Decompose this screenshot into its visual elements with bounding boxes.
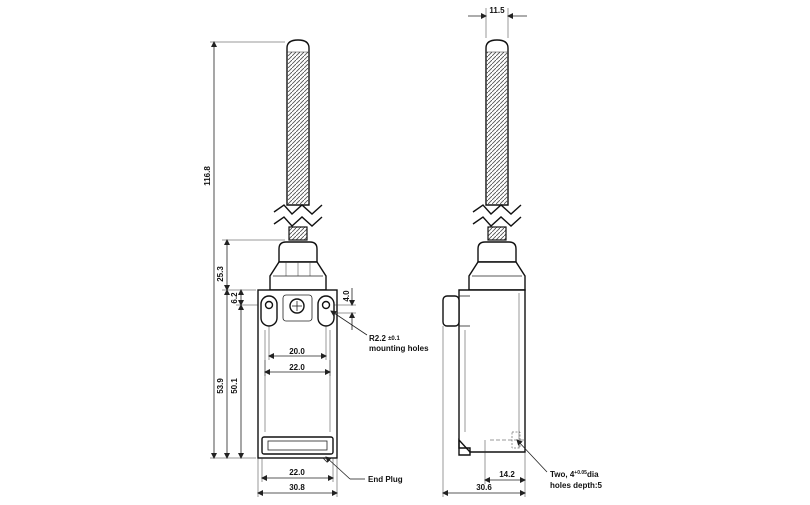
- switch-head: [269, 241, 327, 291]
- dim-body-height-label: 53.9: [216, 378, 225, 394]
- dim-rod-width-label: 11.5: [489, 6, 505, 15]
- dim-inner-width: 22.0: [264, 360, 331, 376]
- dim-total-height: 116.8: [203, 41, 285, 459]
- actuator-rod: [273, 39, 323, 241]
- end-plug-callout: End Plug: [325, 456, 403, 484]
- holes-depth-label: holes depth:5: [550, 481, 603, 490]
- end-plug: [261, 436, 334, 455]
- dim-plug-width-label: 22.0: [289, 468, 305, 477]
- dim-head-height-label: 25.3: [216, 266, 225, 282]
- dim-hole-offset: 4.0: [334, 288, 356, 330]
- holes-callout: Two, 4+0.05dia holes depth:5: [516, 439, 603, 490]
- side-switch-head: [468, 241, 526, 291]
- dim-body-depth: 30.6: [442, 326, 526, 497]
- dim-hole-offset-label: 4.0: [342, 290, 351, 302]
- dim-top-offset: 6.2: [230, 289, 258, 306]
- radius-label: R2.2 ±0.1: [369, 334, 400, 343]
- dim-hole-spacing-label: 20.0: [289, 347, 305, 356]
- dim-body-height: 53.9: [216, 289, 230, 459]
- switch-body: [257, 289, 338, 463]
- dim-rod-width: 11.5: [468, 6, 527, 38]
- front-view: 116.8 25.3 6.2 53.9 50.1: [203, 39, 429, 497]
- side-actuator-rod: [472, 39, 522, 241]
- dim-hole-dist: 14.2: [484, 440, 526, 484]
- dim-top-offset-label: 6.2: [230, 292, 239, 304]
- dim-total-height-label: 116.8: [203, 166, 212, 186]
- dim-body-width-label: 30.8: [289, 483, 305, 492]
- dim-body-width: 30.8: [257, 458, 338, 497]
- dim-inner-width-label: 22.0: [289, 363, 305, 372]
- dim-hole-dist-label: 14.2: [499, 470, 515, 479]
- end-plug-label: End Plug: [368, 475, 403, 484]
- dim-inner-height: 50.1: [230, 304, 244, 459]
- side-flange: [442, 295, 460, 327]
- side-switch-body: [442, 289, 526, 456]
- dim-hole-spacing: 20.0: [268, 326, 327, 360]
- mounting-holes-label: mounting holes: [369, 344, 429, 353]
- dim-inner-height-label: 50.1: [230, 378, 239, 394]
- side-view: 11.5 14.2 30.6 Two, 4+0.05dia holes dept…: [442, 6, 603, 497]
- holes-label: Two, 4+0.05dia: [550, 470, 599, 479]
- dim-body-depth-label: 30.6: [476, 483, 492, 492]
- screw-icon: [289, 298, 305, 314]
- dim-plug-width: 22.0: [261, 458, 334, 482]
- radius-callout: R2.2 ±0.1 mounting holes: [330, 310, 429, 353]
